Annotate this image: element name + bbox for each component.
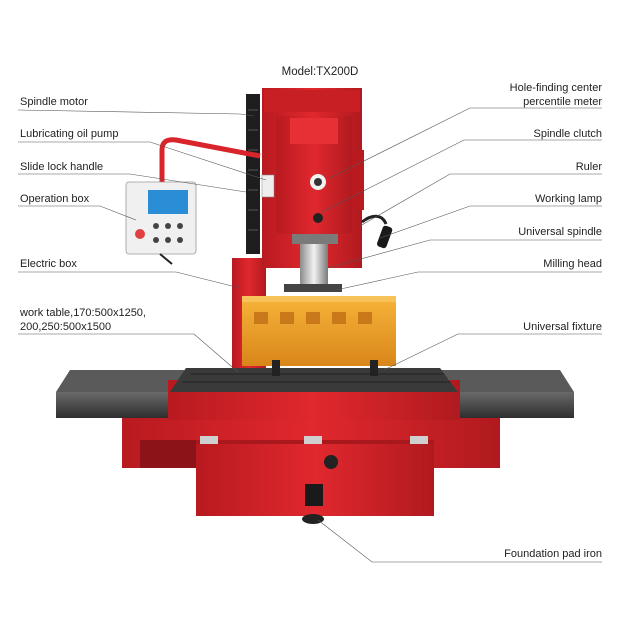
lubricating-pipe	[159, 137, 261, 205]
label-universal-spindle: Universal spindle	[518, 226, 602, 238]
label-spindle-motor: Spindle motor	[20, 96, 88, 108]
working-lamp-shape	[361, 214, 388, 225]
label-milling-head: Milling head	[543, 258, 602, 270]
label-work-table-line2: 200,250:500x1500	[20, 321, 112, 333]
label-electric-box: Electric box	[20, 258, 77, 270]
leader-lines	[17, 107, 602, 563]
model-title: Model:TX200D	[281, 66, 359, 78]
machine-base	[122, 410, 500, 524]
label-operation-box: Operation box	[20, 193, 90, 205]
foundation-pad-iron-shape	[302, 514, 324, 524]
label-universal-fixture: Universal fixture	[523, 321, 602, 333]
label-hole-finding-line2: percentile meter	[523, 96, 602, 108]
ruler-shape	[246, 94, 260, 254]
work-table-shape	[56, 368, 574, 420]
spindle-head	[276, 116, 393, 292]
engine-block	[242, 296, 396, 376]
label-hole-finding-line1: Hole-finding center	[509, 82, 602, 94]
label-working-lamp: Working lamp	[534, 193, 602, 205]
label-work-table-line1: work table,170:500x1250,	[20, 307, 146, 319]
label-spindle-clutch: Spindle clutch	[533, 128, 603, 140]
universal-spindle-shape	[300, 244, 328, 284]
operation-box-shape	[125, 181, 197, 265]
label-ruler: Ruler	[575, 161, 602, 173]
label-foundation-pad-iron: Foundation pad iron	[504, 548, 602, 560]
label-slide-lock-handle: Slide lock handle	[20, 161, 104, 173]
label-lubricating-oil-pump: Lubricating oil pump	[20, 128, 119, 140]
